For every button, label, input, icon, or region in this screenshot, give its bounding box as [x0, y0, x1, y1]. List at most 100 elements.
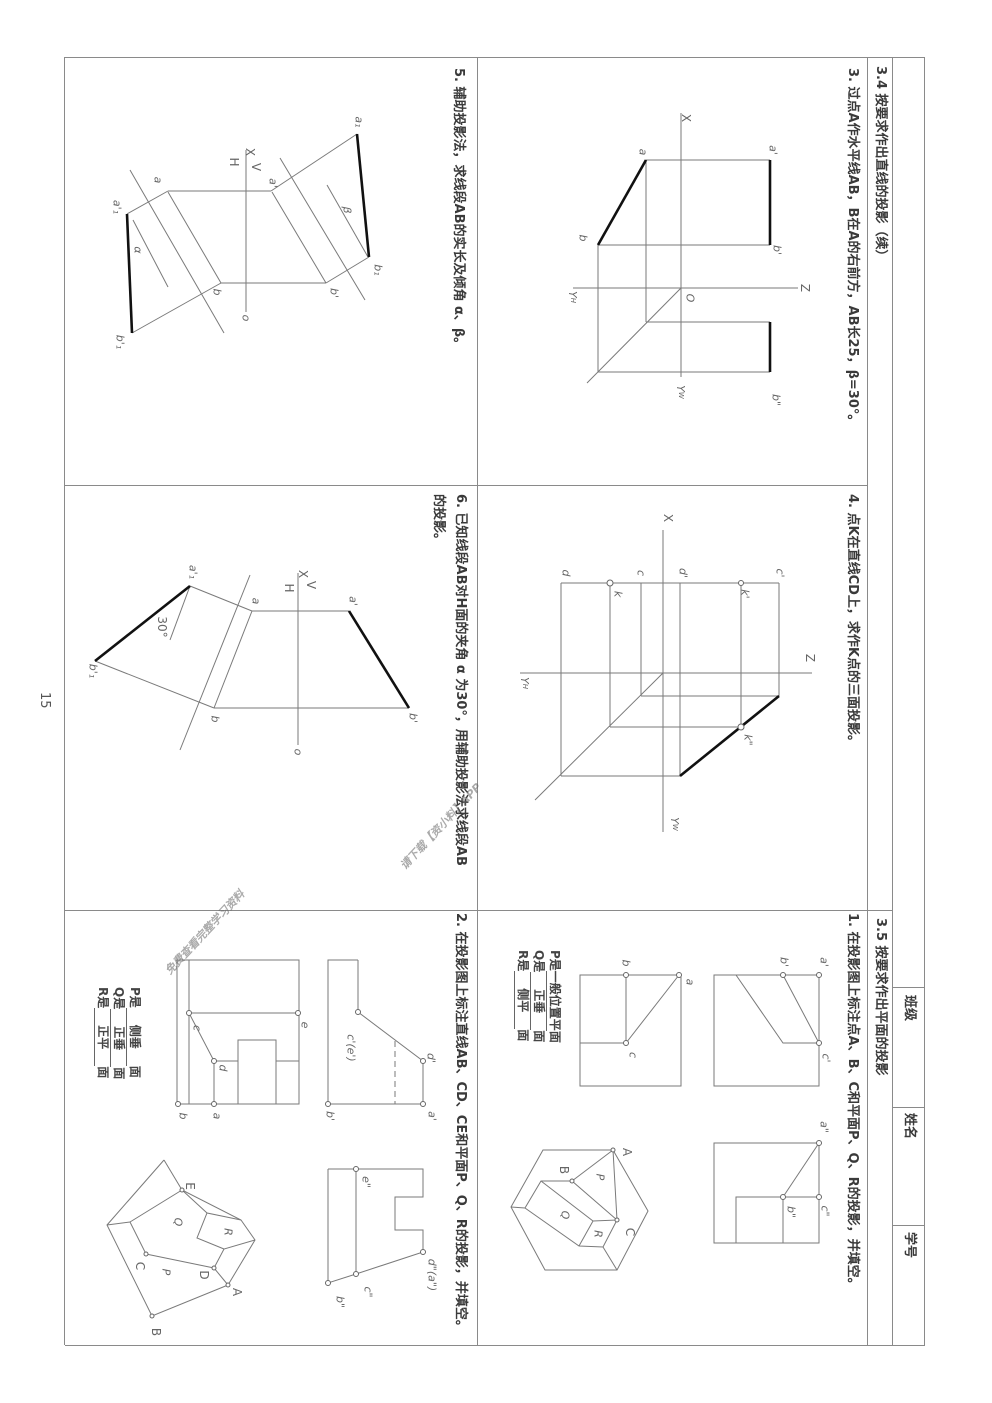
svg-text:b: b	[177, 1113, 190, 1120]
svg-text:P: P	[594, 1174, 607, 1181]
svg-text:c: c	[635, 570, 648, 576]
svg-text:a": a"	[818, 1121, 831, 1133]
svg-text:a: a	[637, 149, 650, 156]
svg-text:a': a'	[426, 1111, 439, 1121]
svg-text:YW: YW	[669, 817, 682, 832]
q6-drawing: a'₁ X V H a a' b b' b'₁ 30° o	[87, 565, 420, 756]
q4-line-cd-side	[679, 694, 780, 778]
svg-text:Q: Q	[172, 1218, 185, 1227]
svg-text:P: P	[160, 1269, 173, 1276]
svg-text:c'(e'): c'(e')	[345, 1034, 358, 1061]
svg-text:YW: YW	[675, 385, 688, 400]
svg-text:a': a'	[767, 145, 780, 155]
svg-text:b': b'	[328, 288, 341, 298]
svg-text:Z: Z	[798, 284, 812, 292]
svg-text:YH: YH	[519, 677, 532, 690]
svg-text:b": b"	[785, 1206, 798, 1218]
svg-text:b': b'	[324, 1111, 337, 1121]
svg-text:k": k"	[742, 734, 755, 745]
q1-drawing: a' b' c' b a c a" c" b" A B C P Q R	[510, 957, 833, 1271]
svg-text:k: k	[612, 591, 625, 598]
svg-text:a': a'	[347, 596, 360, 606]
svg-text:c': c'	[820, 1053, 833, 1062]
svg-text:H: H	[227, 157, 241, 166]
svg-text:X: X	[243, 148, 257, 156]
svg-text:X: X	[296, 570, 310, 578]
svg-text:a'₁: a'₁	[187, 565, 200, 579]
svg-text:b': b'	[778, 957, 791, 967]
svg-text:C: C	[623, 1228, 637, 1236]
svg-text:d"(a"): d"(a")	[426, 1259, 439, 1291]
svg-text:c": c"	[819, 1205, 832, 1216]
svg-text:B: B	[557, 1166, 571, 1174]
svg-text:免费查看完整学习资料: 免费查看完整学习资料	[163, 887, 248, 977]
q3-line-ab	[596, 159, 648, 246]
svg-text:o: o	[240, 315, 253, 322]
svg-text:b: b	[209, 716, 222, 723]
svg-text:A: A	[620, 1148, 634, 1157]
svg-text:b: b	[211, 289, 224, 296]
svg-text:O: O	[684, 294, 697, 303]
svg-text:b": b"	[334, 1296, 347, 1308]
svg-text:H: H	[282, 583, 296, 592]
svg-text:b₁: b₁	[372, 264, 385, 275]
q3-drawing: X a a' b b' Z O YH YW b"	[567, 113, 812, 406]
svg-text:b': b'	[407, 713, 420, 723]
svg-text:V: V	[304, 581, 318, 590]
svg-text:B: B	[149, 1328, 163, 1336]
q6-line-ab-front	[347, 610, 411, 709]
svg-text:a: a	[250, 598, 263, 605]
svg-text:R: R	[592, 1230, 605, 1238]
svg-text:b: b	[577, 235, 590, 242]
watermark: 免费查看完整学习资料 请下载【资小料】APP	[163, 781, 484, 977]
svg-text:d': d'	[425, 1053, 438, 1063]
q5-true-length-alpha	[125, 213, 134, 334]
svg-text:a: a	[152, 177, 165, 184]
svg-text:β: β	[341, 205, 354, 213]
svg-text:X: X	[661, 514, 675, 522]
svg-text:c: c	[627, 1052, 640, 1058]
svg-text:V: V	[249, 163, 263, 172]
svg-text:e": e"	[360, 1176, 373, 1188]
svg-text:a': a'	[267, 178, 280, 188]
svg-text:b': b'	[771, 245, 784, 255]
svg-text:d: d	[560, 570, 573, 578]
q4-drawing: X d c d' c' k k' Z YH k" YW	[519, 514, 817, 832]
svg-text:D: D	[197, 1270, 211, 1279]
svg-text:d': d'	[677, 568, 690, 578]
svg-text:E: E	[183, 1182, 197, 1190]
svg-text:c": c"	[362, 1286, 375, 1297]
svg-text:Z: Z	[803, 654, 817, 662]
svg-text:e: e	[299, 1022, 312, 1029]
svg-text:Q: Q	[559, 1211, 572, 1220]
svg-text:b: b	[620, 960, 633, 967]
svg-text:b'₁: b'₁	[87, 664, 100, 678]
svg-text:d: d	[217, 1065, 230, 1073]
q5-drawing: a₁ b₁ a' b' X V H o a b a'₁ b'₁ α β	[111, 116, 385, 349]
svg-text:X: X	[679, 114, 693, 122]
svg-text:b'₁: b'₁	[114, 335, 127, 349]
svg-text:k': k'	[739, 589, 752, 598]
svg-text:C: C	[133, 1262, 147, 1270]
svg-text:A: A	[230, 1288, 244, 1297]
svg-text:a': a'	[818, 957, 831, 967]
svg-text:c: c	[191, 1025, 204, 1031]
svg-text:a'₁: a'₁	[111, 200, 124, 214]
svg-text:a₁: a₁	[353, 116, 366, 127]
svg-text:R: R	[222, 1228, 235, 1236]
q2-drawing: e c d a b c'(e') d' a' b' e" d"(a") c" b…	[106, 959, 439, 1336]
svg-text:c': c'	[774, 568, 787, 577]
svg-text:a: a	[684, 979, 697, 986]
q5-true-length-beta	[355, 133, 371, 258]
svg-text:a: a	[211, 1113, 224, 1120]
svg-text:o: o	[292, 749, 305, 756]
q4-point-k-side	[737, 723, 745, 731]
svg-text:请下载【资小料】APP: 请下载【资小料】APP	[398, 781, 484, 872]
q4-point-k	[606, 579, 614, 587]
svg-text:α: α	[132, 246, 145, 254]
svg-text:YH: YH	[567, 291, 580, 304]
q6-line-ab-aux	[94, 584, 191, 663]
q4-point-k-front	[738, 580, 744, 586]
svg-text:b": b"	[770, 394, 783, 406]
